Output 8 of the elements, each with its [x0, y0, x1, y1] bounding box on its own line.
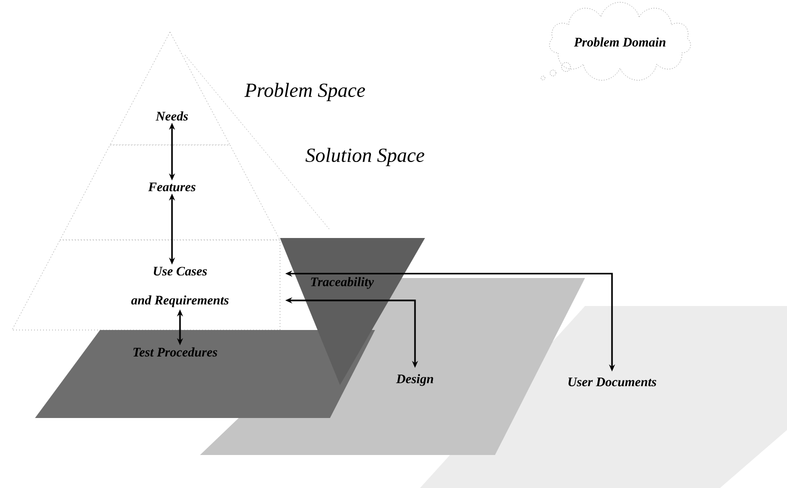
pyramid-tier: Needs — [110, 32, 230, 146]
pyramid-tier: Use Cases and Requirements — [12, 240, 280, 330]
space-label: Solution Space — [306, 148, 424, 166]
space-label: Problem Space — [244, 82, 365, 102]
pyramid-tier: Features — [60, 144, 280, 240]
parallelogram: Test Procedures — [35, 330, 375, 418]
cloud: Problem Domain — [549, 2, 691, 80]
traceability-label: Traceability — [311, 277, 374, 289]
